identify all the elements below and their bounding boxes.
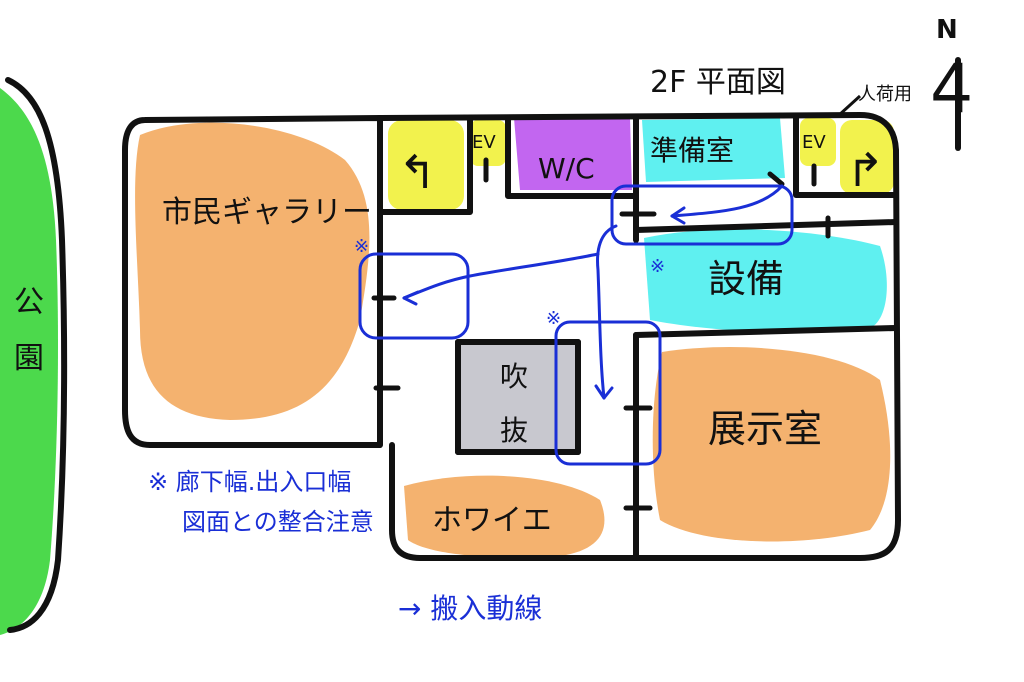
equipment-label: 設備 [708, 257, 784, 301]
prep-room-label: 準備室 [650, 134, 734, 167]
park-label-2: 園 [14, 341, 44, 376]
wc-label: W/C [538, 152, 595, 185]
stairs-right-mark: ↱ [846, 143, 885, 197]
foyer-fill [404, 475, 605, 558]
ev-right-label: EV [802, 132, 826, 153]
stairs-left-fill [388, 120, 464, 210]
stairs-left-mark: ↰ [398, 145, 437, 199]
ev-left-fill [470, 120, 506, 166]
passenger-leader [836, 94, 862, 118]
park-label-1: 公 [14, 285, 44, 320]
atrium-label-top: 吹 [500, 360, 528, 393]
ev-right-fill [800, 118, 836, 166]
equipment-fill [644, 229, 887, 333]
north-letter: N [936, 15, 958, 45]
asterisk-mark-1: ※ [354, 236, 369, 257]
asterisk-mark-2: ※ [546, 308, 561, 329]
park-area [0, 88, 58, 635]
north-number: 4 [930, 50, 973, 129]
gallery-fill [135, 122, 370, 420]
delivery-route [358, 184, 794, 466]
asterisk-mark-3: ※ [650, 256, 665, 277]
gallery-label: 市民ギャラリー [162, 195, 372, 230]
note-line-1: ※ 廊下幅.出入口幅 [148, 468, 351, 496]
prep-room-fill [642, 118, 785, 182]
exhibition-fill [652, 347, 891, 542]
passenger-ev-label: 人荷用 [858, 84, 912, 105]
legend-label: → 搬入動線 [398, 592, 542, 625]
door-marks [371, 157, 831, 511]
foyer-label: ホワイエ [432, 503, 552, 538]
stairs-right-fill [840, 120, 894, 194]
atrium-label-bottom: 抜 [500, 414, 528, 447]
title-label: 2F 平面図 [650, 65, 786, 100]
exhibition-label: 展示室 [708, 407, 822, 451]
park-edge-line [5, 77, 68, 633]
ev-left-label: EV [472, 132, 496, 153]
wc-fill [514, 118, 632, 190]
note-line-2: 図面との整合注意 [182, 508, 374, 536]
